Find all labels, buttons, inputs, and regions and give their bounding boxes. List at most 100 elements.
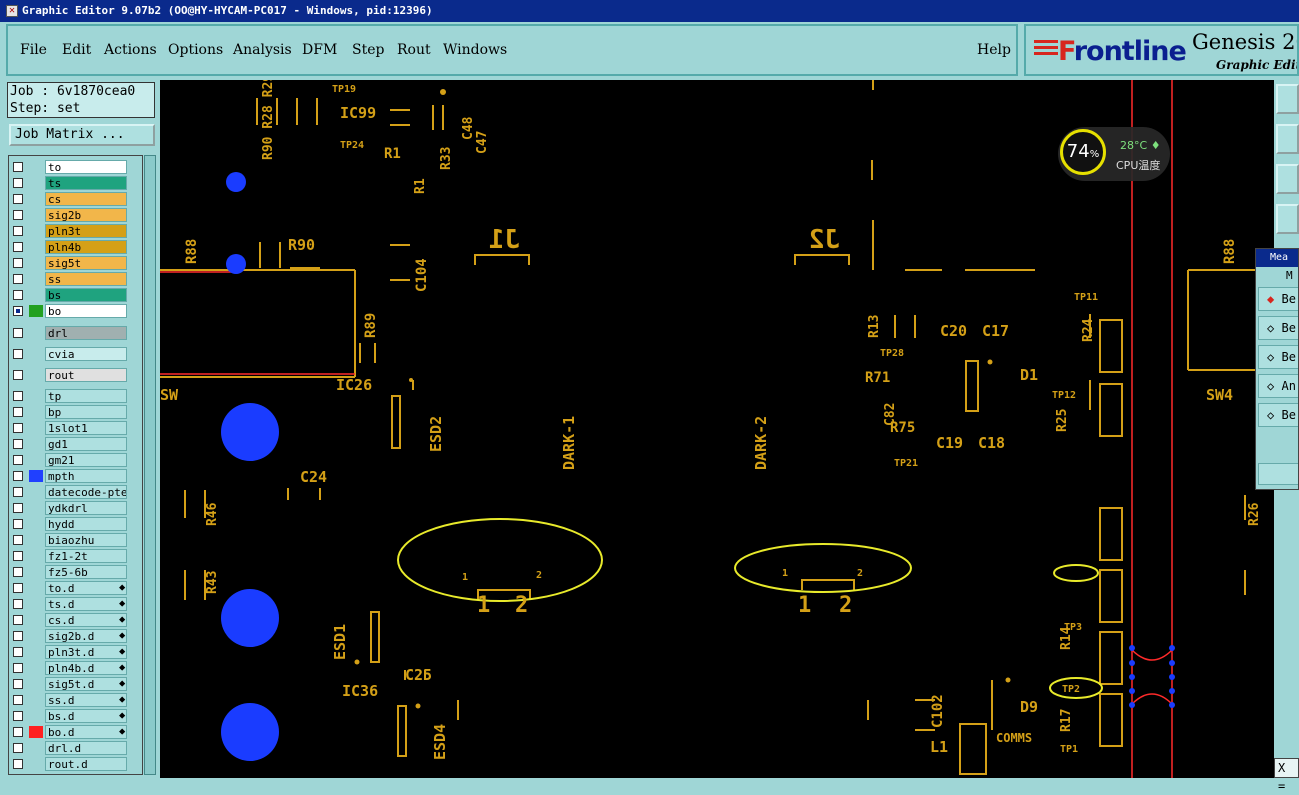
layer-checkbox[interactable]: [13, 162, 23, 172]
layer-row[interactable]: biaozhu: [9, 533, 142, 547]
layer-row[interactable]: rout: [9, 368, 142, 382]
layer-row[interactable]: sig5t: [9, 256, 142, 270]
layer-row[interactable]: cvia: [9, 347, 142, 361]
tool-button-3[interactable]: [1276, 164, 1299, 194]
layer-checkbox[interactable]: [13, 290, 23, 300]
layer-name[interactable]: bo: [45, 304, 127, 318]
layer-checkbox[interactable]: [13, 743, 23, 753]
layer-row[interactable]: pln4b: [9, 240, 142, 254]
layer-name[interactable]: bs: [45, 288, 127, 302]
layer-name[interactable]: ts: [45, 176, 127, 190]
layer-checkbox[interactable]: [13, 567, 23, 577]
layer-checkbox[interactable]: [13, 210, 23, 220]
layer-checkbox[interactable]: [13, 663, 23, 673]
layer-checkbox[interactable]: [13, 242, 23, 252]
layer-checkbox[interactable]: [13, 226, 23, 236]
layer-checkbox[interactable]: [13, 439, 23, 449]
layer-name[interactable]: fz5-6b: [45, 565, 127, 579]
layer-row[interactable]: cs.d⬥: [9, 613, 142, 627]
graphic-canvas[interactable]: J1 J2 SW SW4 C24 C25 IC36 IC26 IC99 R90 …: [160, 80, 1274, 778]
layer-checkbox[interactable]: [13, 258, 23, 268]
layer-row[interactable]: bp: [9, 405, 142, 419]
layer-row[interactable]: sig2b: [9, 208, 142, 222]
layer-checkbox[interactable]: [13, 407, 23, 417]
layer-checkbox[interactable]: [13, 599, 23, 609]
layer-checkbox[interactable]: [13, 349, 23, 359]
layer-name[interactable]: pln4b.d: [45, 661, 127, 675]
layer-name[interactable]: pln3t: [45, 224, 127, 238]
measure-option-5[interactable]: ◇ Be: [1258, 403, 1298, 427]
layer-row[interactable]: datecode-pte: [9, 485, 142, 499]
layer-row[interactable]: tp: [9, 389, 142, 403]
layer-name[interactable]: ydkdrl: [45, 501, 127, 515]
layer-checkbox[interactable]: [13, 727, 23, 737]
layer-checkbox[interactable]: [13, 519, 23, 529]
layer-row[interactable]: pln4b.d⬥: [9, 661, 142, 675]
layer-name[interactable]: to: [45, 160, 127, 174]
layer-checkbox[interactable]: [13, 328, 23, 338]
layer-checkbox[interactable]: [13, 695, 23, 705]
layer-name[interactable]: rout: [45, 368, 127, 382]
layer-name[interactable]: sig5t: [45, 256, 127, 270]
layer-name[interactable]: datecode-pte: [45, 485, 127, 499]
layer-name[interactable]: rout.d: [45, 757, 127, 771]
layer-name[interactable]: sig5t.d: [45, 677, 127, 691]
measure-option-1[interactable]: ◆ Be: [1258, 287, 1298, 311]
tool-button-1[interactable]: [1276, 84, 1299, 114]
measure-option-3[interactable]: ◇ Be: [1258, 345, 1298, 369]
layer-name[interactable]: gm21: [45, 453, 127, 467]
layer-row[interactable]: gm21: [9, 453, 142, 467]
layer-name[interactable]: cs.d: [45, 613, 127, 627]
layer-row[interactable]: 1slot1: [9, 421, 142, 435]
layer-name[interactable]: bs.d: [45, 709, 127, 723]
layer-color-swatch[interactable]: [29, 726, 43, 738]
tool-button-4[interactable]: [1276, 204, 1299, 234]
layer-row[interactable]: bs.d⬥: [9, 709, 142, 723]
layer-checkbox[interactable]: [13, 487, 23, 497]
layer-name[interactable]: 1slot1: [45, 421, 127, 435]
layer-name[interactable]: hydd: [45, 517, 127, 531]
layer-checkbox[interactable]: [13, 455, 23, 465]
layer-name[interactable]: sig2b: [45, 208, 127, 222]
layer-row[interactable]: ts: [9, 176, 142, 190]
layer-name[interactable]: pln4b: [45, 240, 127, 254]
layer-name[interactable]: drl.d: [45, 741, 127, 755]
layer-name[interactable]: mpth: [45, 469, 127, 483]
layer-row[interactable]: ts.d⬥: [9, 597, 142, 611]
layer-name[interactable]: ss.d: [45, 693, 127, 707]
layer-name[interactable]: cvia: [45, 347, 127, 361]
layer-checkbox[interactable]: [13, 471, 23, 481]
layer-name[interactable]: sig2b.d: [45, 629, 127, 643]
layer-row[interactable]: drl: [9, 326, 142, 340]
layer-row[interactable]: fz5-6b: [9, 565, 142, 579]
measure-action-button[interactable]: [1258, 463, 1298, 485]
layer-row[interactable]: hydd: [9, 517, 142, 531]
layer-name[interactable]: ts.d: [45, 597, 127, 611]
layer-row[interactable]: gd1: [9, 437, 142, 451]
layer-scrollbar[interactable]: [144, 155, 156, 775]
layer-checkbox[interactable]: [13, 535, 23, 545]
layer-checkbox[interactable]: [13, 194, 23, 204]
layer-name[interactable]: fz1-2t: [45, 549, 127, 563]
layer-checkbox[interactable]: [13, 306, 23, 316]
layer-name[interactable]: gd1: [45, 437, 127, 451]
menu-step[interactable]: Step: [352, 42, 385, 58]
layer-name[interactable]: cs: [45, 192, 127, 206]
layer-checkbox[interactable]: [13, 370, 23, 380]
layer-row[interactable]: sig2b.d⬥: [9, 629, 142, 643]
menu-rout[interactable]: Rout: [397, 42, 431, 58]
layer-row[interactable]: bo: [9, 304, 142, 318]
layer-row[interactable]: ss.d⬥: [9, 693, 142, 707]
layer-name[interactable]: biaozhu: [45, 533, 127, 547]
layer-checkbox[interactable]: [13, 503, 23, 513]
layer-checkbox[interactable]: [13, 615, 23, 625]
layer-color-swatch[interactable]: [29, 470, 43, 482]
tool-button-2[interactable]: [1276, 124, 1299, 154]
measure-option-4[interactable]: ◇ An: [1258, 374, 1298, 398]
measure-option-2[interactable]: ◇ Be: [1258, 316, 1298, 340]
layer-row[interactable]: to.d⬥: [9, 581, 142, 595]
app-icon[interactable]: ✕: [6, 5, 18, 17]
layer-checkbox[interactable]: [13, 178, 23, 188]
menu-edit[interactable]: Edit: [62, 42, 92, 58]
layer-row[interactable]: fz1-2t: [9, 549, 142, 563]
